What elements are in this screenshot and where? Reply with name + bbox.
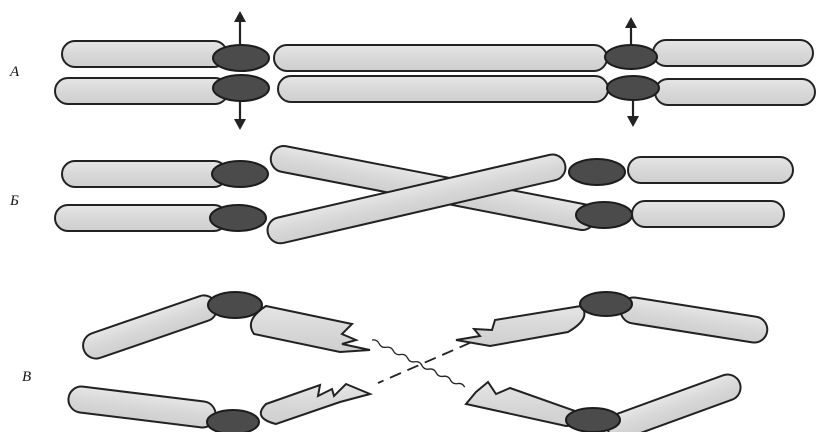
panel-label-b: Б bbox=[9, 193, 19, 209]
broken-chromosome-arm bbox=[464, 380, 581, 428]
panel-label-a: А bbox=[9, 64, 20, 80]
arrow-down-icon bbox=[627, 100, 639, 127]
broken-chromosome-arm bbox=[259, 382, 374, 426]
panel-c-chromosome-upper-left bbox=[82, 291, 371, 360]
broken-chromosome-arm bbox=[250, 304, 371, 354]
centromere bbox=[207, 291, 263, 319]
chromosome-arm bbox=[627, 156, 794, 184]
wavy-connector bbox=[371, 339, 466, 388]
chromosome-arm bbox=[61, 160, 228, 188]
centromere bbox=[579, 291, 633, 317]
broken-chromosome-arm bbox=[455, 304, 586, 348]
chromosome-arm bbox=[54, 204, 228, 232]
chromosome-arm bbox=[619, 296, 769, 344]
centromere bbox=[575, 201, 633, 229]
centromere bbox=[568, 158, 626, 186]
panel-c-chromosome-lower-right bbox=[464, 373, 742, 432]
chromosome-arm bbox=[277, 75, 609, 103]
arrow-up-icon bbox=[625, 17, 637, 44]
panel-label-c: В bbox=[22, 369, 31, 385]
chromosome-arm bbox=[61, 40, 228, 68]
chromosome-arm bbox=[266, 153, 567, 245]
panel-c-chromosome-lower-left bbox=[67, 382, 374, 432]
arrow-down-icon bbox=[234, 101, 246, 130]
panel-a-chromosome-bottom bbox=[54, 74, 816, 106]
centromere bbox=[211, 160, 269, 188]
panel-b-chromosome-bottom bbox=[54, 153, 785, 245]
chromosome-arm bbox=[54, 77, 229, 105]
centromere bbox=[606, 75, 660, 101]
centromere bbox=[604, 44, 658, 70]
chromosome-arm bbox=[606, 373, 742, 432]
chromosome-arm bbox=[652, 39, 814, 67]
chromosome-arm bbox=[273, 44, 608, 72]
chromosome-arm bbox=[82, 294, 218, 360]
panel-a-chromosome-top bbox=[61, 39, 814, 72]
centromere bbox=[209, 204, 267, 232]
arrow-up-icon bbox=[234, 11, 246, 44]
chromosome-arm bbox=[631, 200, 785, 228]
panel-c-chromosome-upper-right bbox=[455, 291, 769, 348]
centromere bbox=[565, 407, 621, 432]
chromosome-arm bbox=[654, 78, 816, 106]
chromosome-arm bbox=[67, 385, 217, 429]
centromere bbox=[206, 409, 260, 432]
centromere bbox=[212, 44, 270, 72]
centromere bbox=[212, 74, 270, 102]
